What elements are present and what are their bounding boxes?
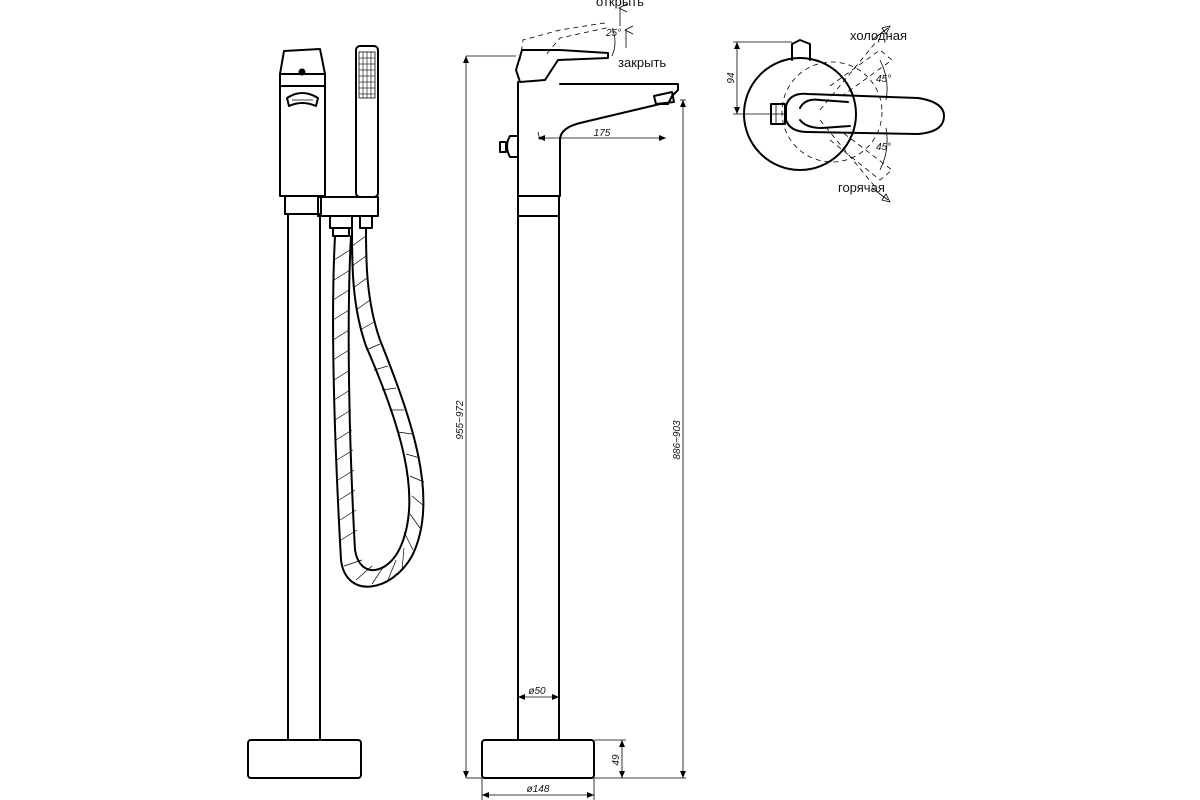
front-view <box>247 45 425 779</box>
cold-arrow <box>871 27 889 41</box>
top-shower-holder <box>791 39 811 61</box>
close-label: закрыть <box>618 55 666 70</box>
side-column <box>517 215 560 741</box>
top-view: 45° 45° холодная горячая 94 <box>726 25 945 203</box>
hand-shower <box>355 45 379 198</box>
side-spout-tip <box>653 91 675 105</box>
top-rotation-circle <box>781 61 883 163</box>
shower-nozzles-grid <box>359 52 375 98</box>
hot-label: горячая <box>838 180 885 195</box>
side-lever <box>515 49 609 83</box>
front-base <box>247 739 362 779</box>
hot-angle-label: 45° <box>876 142 891 153</box>
front-lever <box>279 48 326 75</box>
top-lever-handle <box>785 92 945 135</box>
top-lever-highlight <box>799 98 849 109</box>
hot-lever-outline <box>829 131 893 181</box>
lever-angle-arc <box>611 27 616 57</box>
front-collar <box>284 195 322 215</box>
total-height-label: 955~972 <box>455 400 466 440</box>
side-collar <box>517 195 560 217</box>
shower-bracket <box>317 196 379 217</box>
side-base <box>481 739 595 779</box>
hose-hatching <box>332 235 425 585</box>
spout-height-label: 886~903 <box>672 420 683 460</box>
front-lever-indicator <box>298 68 306 76</box>
spout-reach-label: 175 <box>594 128 611 139</box>
side-dimensions: 955~972 886~903 175 ø50 49 ø148 25° откр… <box>455 0 686 800</box>
base-diameter-label: ø148 <box>527 784 550 795</box>
lever-height-label: 94 <box>726 72 737 84</box>
hose-connector-left <box>329 215 353 229</box>
hose-connector-right <box>359 215 373 229</box>
front-aerator <box>286 92 319 107</box>
side-view <box>481 22 679 779</box>
cold-angle-label: 45° <box>876 74 891 85</box>
base-height-label: 49 <box>611 754 622 766</box>
cold-label: холодная <box>850 28 907 43</box>
side-diverter-button <box>506 135 519 158</box>
cold-position-line <box>819 41 877 111</box>
side-lever-open-position <box>519 22 607 61</box>
shower-hose <box>332 227 425 588</box>
lever-angle-label: 25° <box>605 28 621 39</box>
hot-arrow <box>871 187 889 201</box>
hot-position-line <box>819 119 877 189</box>
front-column <box>287 213 321 741</box>
cold-lever-outline <box>829 49 893 97</box>
column-diameter-label: ø50 <box>528 686 546 697</box>
open-label: открыть <box>596 0 644 9</box>
